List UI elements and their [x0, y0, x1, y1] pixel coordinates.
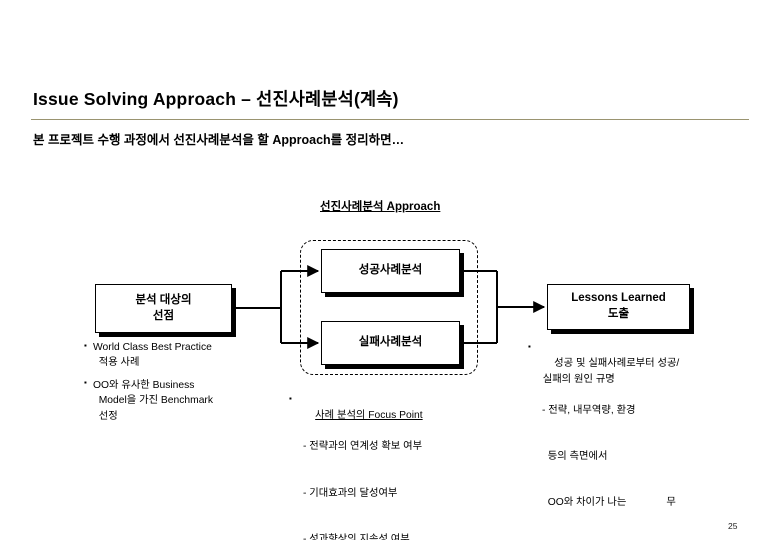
- list-item: OO와 유사한 Business Model을 가진 Benchmark 선정: [84, 377, 259, 424]
- page-number: 25: [728, 521, 738, 531]
- page-subtitle: 본 프로젝트 수행 과정에서 선진사례분석을 할 Approach를 정리하면…: [33, 133, 405, 147]
- bullet-list-right: 성공 및 실패사례로부터 성공/ 실패의 원인 규명 - 전략, 내무역량, 환…: [528, 341, 724, 540]
- flow-box-failure-case-analysis[interactable]: 실패사례분석: [321, 321, 460, 365]
- title-divider: [31, 119, 749, 120]
- flow-box-label: Lessons Learned 도출: [571, 292, 666, 320]
- flow-box-label: 분석 대상의 선점: [135, 293, 192, 322]
- list-item: World Class Best Practice 적용 사례: [84, 340, 259, 371]
- list-item: 성공 및 실패사례로부터 성공/ 실패의 원인 규명 - 전략, 내무역량, 환…: [528, 341, 724, 540]
- diagram-heading: 선진사례분석 Approach: [320, 201, 441, 213]
- cause-analysis-heading: 성공 및 실패사례로부터 성공/ 실패의 원인 규명: [542, 358, 680, 385]
- sub-line: OO와 차이가 나는 무: [542, 497, 676, 509]
- list-item: 사례 분석의 Focus Point - 전략과의 연계성 확보 여부 - 기대…: [289, 393, 499, 540]
- sub-line: - 성과향상의 지속성 여부: [303, 533, 410, 540]
- sub-line: - 기대효과의 달성여부: [303, 487, 398, 499]
- page-title: Issue Solving Approach – 선진사례분석(계속): [33, 89, 399, 109]
- flow-box-success-case-analysis[interactable]: 성공사례분석: [321, 249, 460, 293]
- flow-box-analysis-target[interactable]: 분석 대상의 선점: [95, 284, 232, 333]
- sub-line: - 전략과의 연계성 확보 여부: [303, 441, 423, 453]
- focus-point-heading: 사례 분석의 Focus Point: [315, 410, 423, 422]
- bullet-list-left: World Class Best Practice 적용 사례 OO와 유사한 …: [84, 340, 259, 431]
- sub-line: - 전략, 내무역량, 환경: [542, 404, 636, 416]
- flow-box-label: 실패사례분석: [358, 336, 423, 349]
- flow-box-lessons-learned[interactable]: Lessons Learned 도출: [547, 284, 690, 330]
- analysis-group-container: [300, 240, 478, 375]
- bullet-list-center: 사례 분석의 Focus Point - 전략과의 연계성 확보 여부 - 기대…: [289, 393, 499, 540]
- flow-box-label: 성공사례분석: [358, 264, 423, 277]
- sub-line: 등의 측면에서: [542, 451, 608, 463]
